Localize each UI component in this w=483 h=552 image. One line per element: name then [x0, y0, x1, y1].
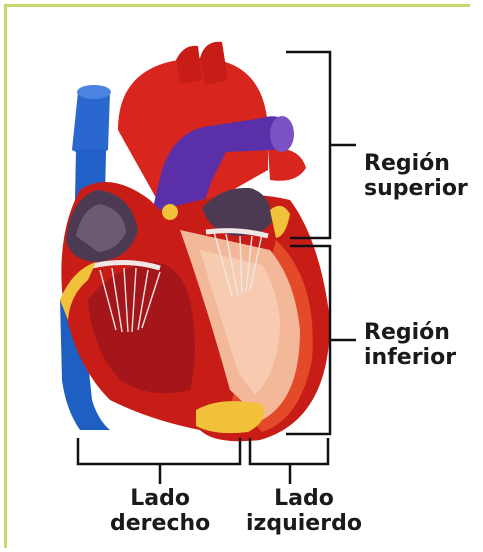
label-region-superior-line1: Región — [364, 151, 468, 176]
label-lado-derecho-line1: Lado — [110, 486, 210, 511]
label-region-inferior-line2: inferior — [364, 345, 456, 370]
label-region-superior-line2: superior — [364, 176, 468, 201]
label-region-superior: Región superior — [364, 151, 468, 201]
label-lado-izquierdo: Lado izquierdo — [246, 486, 362, 536]
bracket-lado-izquierdo — [250, 438, 328, 484]
bracket-lado-derecho — [78, 438, 240, 484]
label-lado-derecho: Lado derecho — [110, 486, 210, 536]
heart-muscle — [60, 182, 330, 441]
label-lado-derecho-line2: derecho — [110, 511, 210, 536]
label-lado-izquierdo-line2: izquierdo — [246, 511, 362, 536]
label-region-inferior: Región inferior — [364, 320, 456, 370]
label-region-inferior-line1: Región — [364, 320, 456, 345]
label-lado-izquierdo-line1: Lado — [246, 486, 362, 511]
